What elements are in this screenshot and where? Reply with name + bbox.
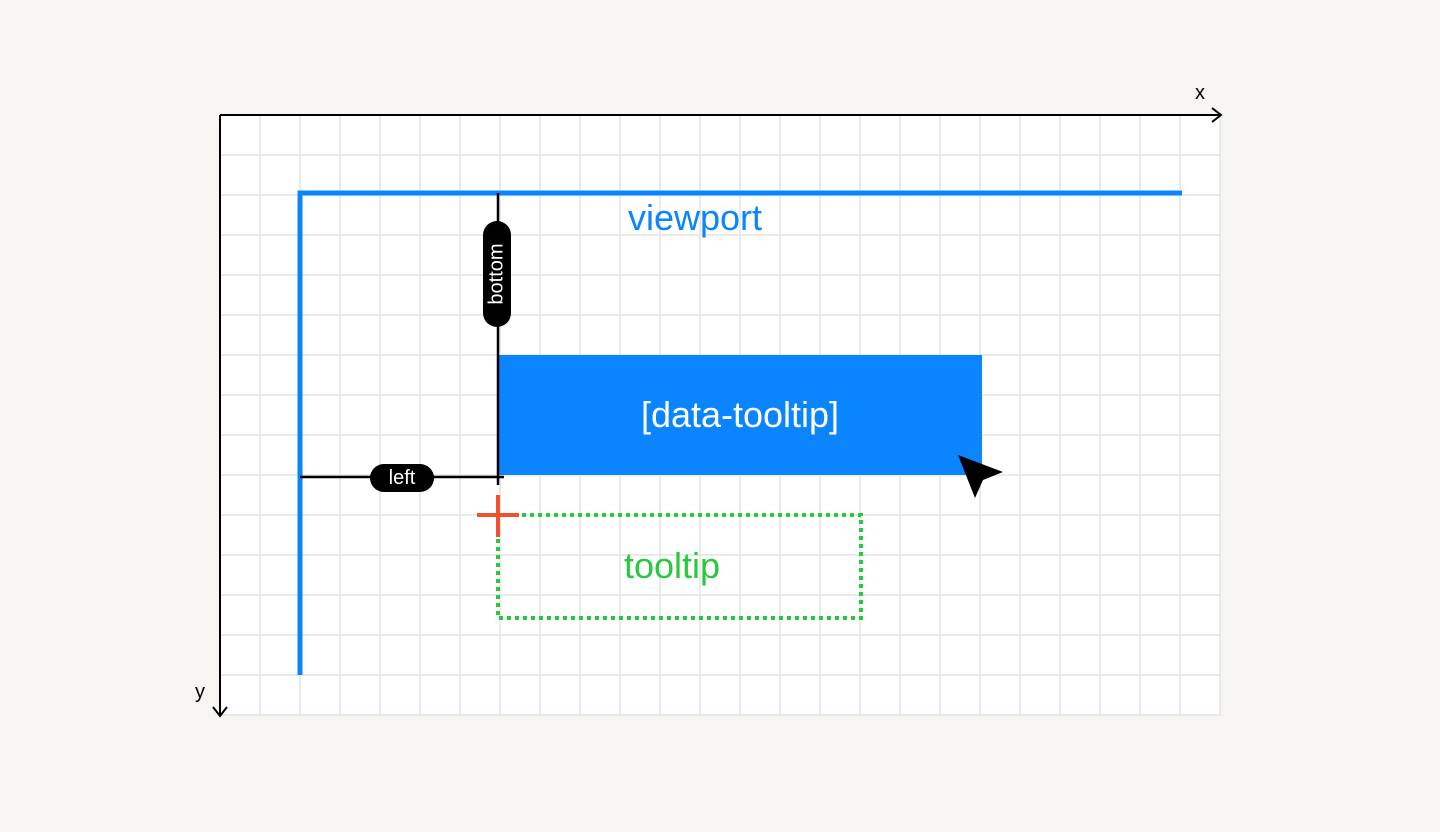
bottom-offset-pill: bottom [483,221,511,327]
y-axis-label: y [195,681,205,703]
bottom-offset-label: bottom [486,243,508,305]
target-label: [data-tooltip] [640,394,840,435]
viewport-edge [297,190,1182,675]
x-axis [220,107,1223,123]
y-axis [212,115,228,718]
anchor-plus-icon [477,495,519,537]
target-element [498,355,982,475]
mouse-pointer-icon [958,455,1003,498]
left-offset-label: left [388,467,416,489]
x-axis-arrow-icon [1211,107,1223,123]
left-offset-pill: left [370,464,434,492]
tooltip-label: tooltip [624,545,721,586]
viewport-label: viewport [628,197,763,238]
y-axis-arrow-icon [212,706,228,718]
x-axis-label: x [1195,82,1205,104]
tooltip-box [496,513,863,620]
target-label-box: [data-tooltip] [498,355,982,475]
